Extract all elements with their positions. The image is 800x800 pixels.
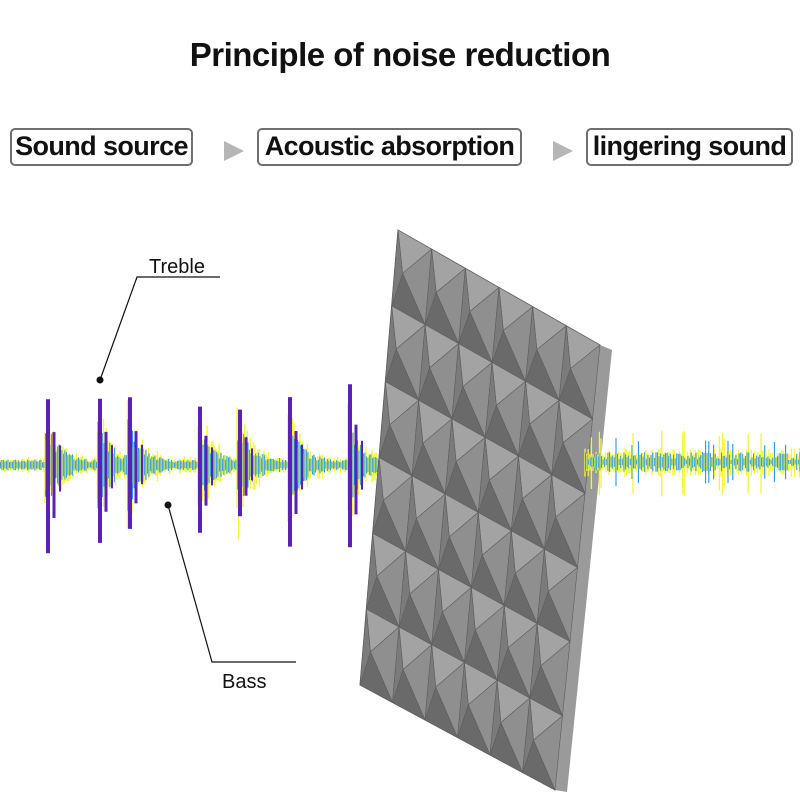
foam-pyramid-face bbox=[464, 587, 476, 663]
foam-pyramid-face bbox=[424, 644, 436, 721]
foam-pyramid-face bbox=[405, 475, 417, 552]
foam-pyramid-face bbox=[529, 623, 542, 699]
acoustic-foam-panel-icon bbox=[359, 229, 612, 792]
foam-pyramid-face bbox=[385, 305, 397, 382]
page-title: Principle of noise reduction bbox=[189, 36, 611, 73]
foam-pyramid-face bbox=[503, 530, 516, 606]
foam-pyramid-face bbox=[359, 609, 371, 686]
foam-pyramid-face bbox=[398, 551, 410, 628]
foam-pyramid-face bbox=[558, 325, 571, 401]
step-lingering-sound: lingering sound bbox=[586, 128, 793, 166]
foam-pyramid-face bbox=[424, 249, 437, 325]
foam-pyramid-face bbox=[536, 549, 549, 624]
foam-pyramid-face bbox=[366, 533, 378, 610]
foam-pyramid-face bbox=[411, 400, 424, 476]
treble-pointer bbox=[96, 276, 220, 384]
foam-pyramid-face bbox=[458, 268, 471, 344]
output-sound-wave bbox=[584, 430, 800, 497]
foam-pyramid-face bbox=[518, 381, 530, 457]
foam-pyramid-face bbox=[418, 324, 430, 401]
foam-pyramid-face bbox=[496, 605, 509, 681]
foam-pyramid-face bbox=[457, 662, 469, 738]
foam-pyramid-face bbox=[471, 512, 483, 588]
foam-pyramid-face bbox=[489, 680, 502, 756]
foam-pyramid-face bbox=[477, 437, 490, 513]
treble-label: Treble bbox=[149, 256, 205, 278]
foam-pyramid-face bbox=[391, 229, 403, 306]
foam-pyramid-face bbox=[378, 381, 391, 458]
foam-pyramid-face bbox=[438, 494, 450, 570]
foam-pyramid-face bbox=[484, 362, 497, 438]
bass-pointer bbox=[164, 501, 296, 663]
foam-pyramid-face bbox=[491, 287, 504, 363]
foam-pyramid-face bbox=[544, 474, 556, 550]
foam-pyramid-face bbox=[551, 400, 564, 475]
foam-pyramid-face bbox=[451, 343, 464, 419]
foam-pyramid-face bbox=[511, 456, 523, 531]
foam-pyramid-face bbox=[431, 569, 443, 645]
foam-pyramid-face bbox=[444, 418, 457, 495]
foam-pyramid-face bbox=[525, 306, 538, 382]
bass-label: Bass bbox=[222, 671, 267, 693]
step-sound-source: Sound source bbox=[10, 128, 193, 166]
foam-pyramid-face bbox=[372, 457, 384, 534]
arrow-right-icon bbox=[224, 141, 244, 161]
arrow-right-icon bbox=[553, 141, 573, 161]
foam-pyramid-face bbox=[522, 698, 534, 773]
foam-pyramid-face bbox=[392, 626, 404, 703]
step-acoustic-absorption: Acoustic absorption bbox=[257, 128, 522, 166]
